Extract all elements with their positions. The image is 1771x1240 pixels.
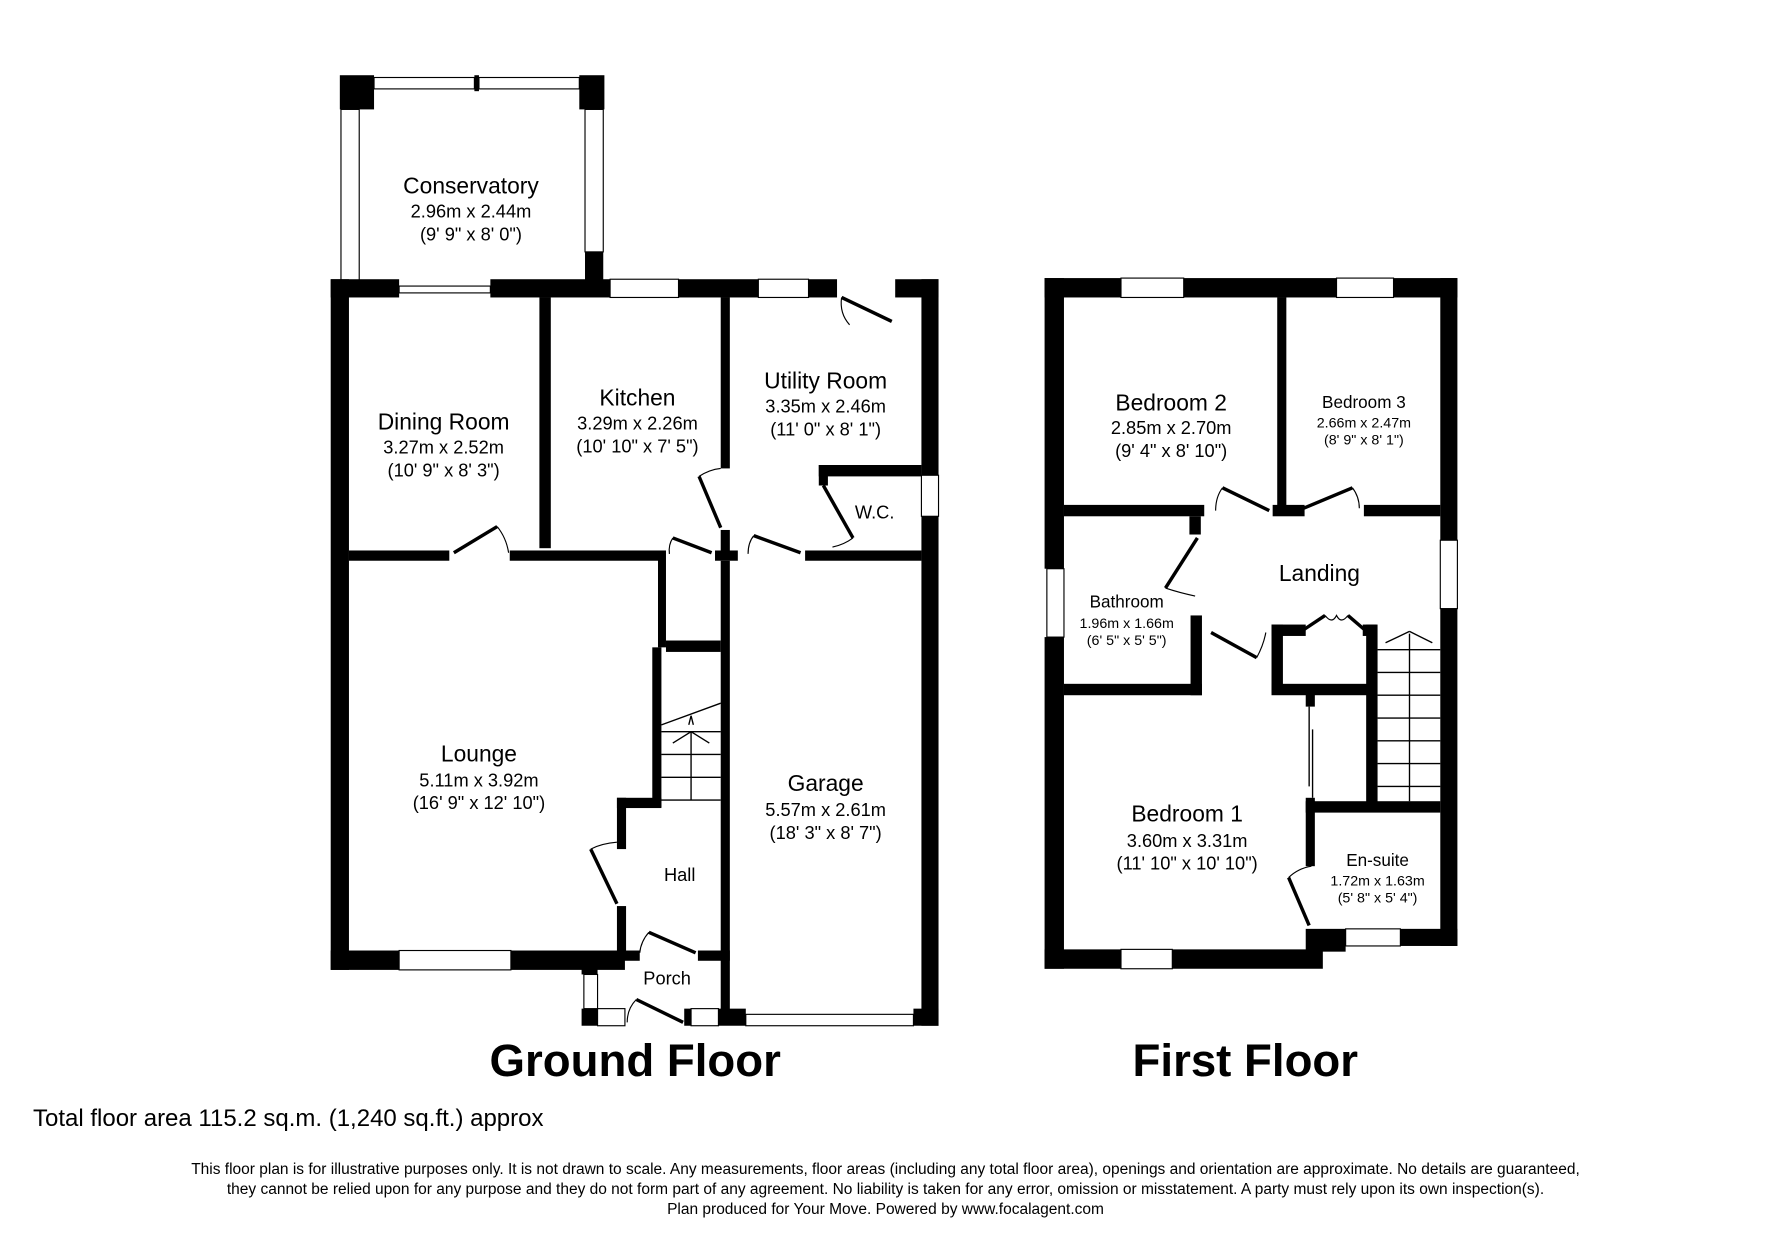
room-size-metric: 3.35m x 2.46m <box>765 396 886 417</box>
room-name-wc: W.C. <box>855 502 895 523</box>
room-size-metric: 3.29m x 2.26m <box>577 413 698 434</box>
room-size-imperial: (16' 9" x 12' 10") <box>413 792 545 813</box>
room-size-metric: 1.96m x 1.66m <box>1080 616 1174 632</box>
room-size-metric: 2.96m x 2.44m <box>411 201 532 222</box>
room-size-imperial: (11' 10" x 10' 10") <box>1116 853 1257 874</box>
room-name-kitchen: Kitchen <box>599 385 675 411</box>
room-name-bathroom: Bathroom <box>1090 592 1164 611</box>
room-size-metric: 5.11m x 3.92m <box>419 769 538 790</box>
room-size-imperial: (5' 8" x 5' 4") <box>1338 891 1418 907</box>
room-size-imperial: (6' 5" x 5' 5") <box>1087 633 1167 649</box>
room-name-lounge: Lounge <box>441 740 517 766</box>
disclaimer: This floor plan is for illustrative purp… <box>30 1160 1741 1220</box>
first-floor-plan: Bedroom 2 2.85m x 2.70m (9' 4" x 8' 10")… <box>1044 277 1458 1086</box>
room-name-garage: Garage <box>788 770 864 796</box>
ground-floor-plan: Conservatory 2.96m x 2.44m (9' 9" x 8' 0… <box>330 75 940 1086</box>
room-name-bedroom-1: Bedroom 1 <box>1131 801 1243 827</box>
room-size-imperial: (11' 0" x 8' 1") <box>770 418 881 439</box>
disclaimer-line: This floor plan is for illustrative purp… <box>191 1161 1580 1178</box>
room-size-metric: 2.85m x 2.70m <box>1111 417 1232 438</box>
total-floor-area: Total floor area 115.2 sq.m. (1,240 sq.f… <box>33 1105 544 1132</box>
room-size-metric: 3.27m x 2.52m <box>383 437 504 458</box>
floor-title-first: First Floor <box>1133 1035 1359 1086</box>
room-name-utility-room: Utility Room <box>764 368 887 394</box>
room-size-imperial: (18' 3" x 8' 7") <box>770 822 882 843</box>
room-name-en-suite: En-suite <box>1346 851 1409 870</box>
room-name-conservatory: Conservatory <box>403 173 539 199</box>
room-size-metric: 5.57m x 2.61m <box>765 799 886 820</box>
room-name-hall: Hall <box>664 864 695 885</box>
room-size-metric: 1.72m x 1.63m <box>1330 874 1424 890</box>
floor-title-ground: Ground Floor <box>490 1035 782 1086</box>
room-size-imperial: (9' 9" x 8' 0") <box>420 223 522 244</box>
disclaimer-line: they cannot be relied upon for any purpo… <box>226 1181 1545 1198</box>
room-name-landing: Landing <box>1279 560 1360 586</box>
room-name-dining-room: Dining Room <box>378 409 510 435</box>
disclaimer-credit: Plan produced for Your Move. Powered by … <box>667 1201 1104 1218</box>
room-size-imperial: (9' 4" x 8' 10") <box>1115 440 1227 461</box>
room-name-porch: Porch <box>643 968 691 989</box>
room-name-bedroom-2: Bedroom 2 <box>1115 389 1227 415</box>
room-size-imperial: (8' 9" x 8' 1") <box>1324 432 1404 448</box>
room-size-imperial: (10' 10" x 7' 5") <box>576 435 698 456</box>
room-name-bedroom-3: Bedroom 3 <box>1322 393 1406 412</box>
room-size-metric: 2.66m x 2.47m <box>1317 415 1411 431</box>
room-size-metric: 3.60m x 3.31m <box>1127 830 1248 851</box>
room-size-imperial: (10' 9" x 8' 3") <box>388 459 500 480</box>
